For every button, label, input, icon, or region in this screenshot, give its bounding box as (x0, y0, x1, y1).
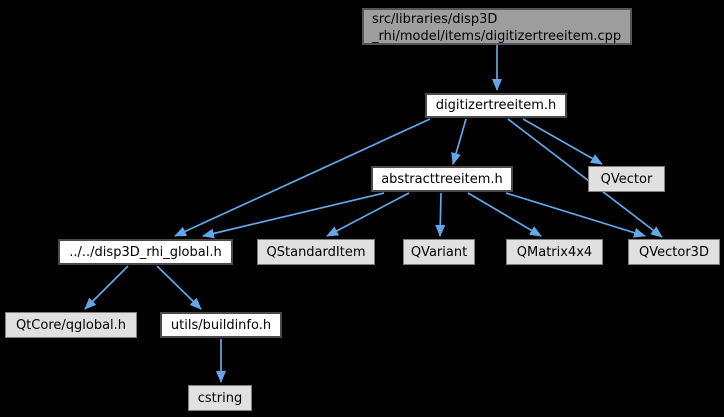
node-cstring: cstring (188, 385, 252, 411)
node-qtcore-qglobal-h: QtCore/qglobal.h (5, 312, 137, 338)
node-digitizertreeitem-cpp: src/libraries/disp3D _rhi/model/items/di… (362, 8, 632, 45)
edge-abstracttreeitem-to-disp3d-global (202, 192, 385, 239)
edge-digitizertreeitem-to-qvector (522, 118, 603, 165)
edge-disp3d-global-to-qtcore-qglobal (84, 265, 129, 310)
edge-abstracttreeitem-to-qmatrix4x4 (467, 192, 542, 237)
edge-digitizertreeitem-to-abstracttreeitem (451, 118, 467, 165)
node-qvector3d: QVector3D (628, 239, 720, 265)
node-qvariant: QVariant (403, 239, 475, 265)
edge-abstracttreeitem-to-qvariant (435, 192, 446, 237)
node-qmatrix4x4: QMatrix4x4 (506, 239, 603, 265)
edge-abstracttreeitem-to-qstandarditem (326, 192, 410, 237)
edge-abstracttreeitem-to-qvector3d (505, 192, 646, 238)
node-abstracttreeitem-h[interactable]: abstracttreeitem.h (371, 166, 513, 192)
edge-digitizertreeitem-to-disp3d-global (174, 118, 431, 237)
edge-digitizertreeitem-to-qvector3d (507, 118, 663, 238)
edge-disp3d-global-to-utils-buildinfo (156, 265, 202, 310)
node-utils-buildinfo-h[interactable]: utils/buildinfo.h (160, 312, 282, 338)
node-qstandarditem: QStandardItem (257, 239, 375, 265)
node-disp3d-rhi-global-h[interactable]: ../../disp3D_rhi_global.h (58, 239, 233, 265)
node-qvector: QVector (588, 166, 665, 192)
node-digitizertreeitem-h[interactable]: digitizertreeitem.h (425, 93, 567, 118)
